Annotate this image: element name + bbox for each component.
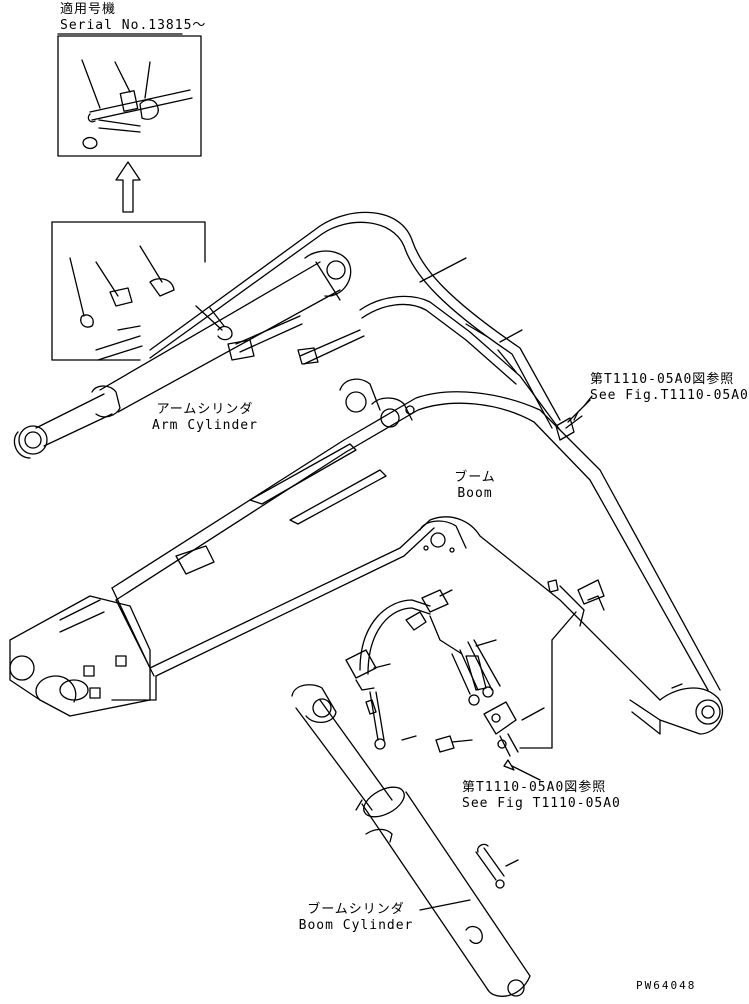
hose-lines — [149, 211, 591, 441]
boom-label-en: Boom — [457, 486, 493, 501]
lower-reference-jp: 第T1110-05A0図参照 — [462, 780, 607, 795]
arm-cylinder-label-jp: アームシリンダ — [156, 402, 254, 417]
lower-reference-en: See Fig T1110-05A0 — [462, 796, 621, 811]
arm-cylinder — [13, 250, 365, 459]
arm-hose-leader — [209, 307, 225, 327]
boom-cylinder-label-en: Boom Cylinder — [298, 918, 414, 933]
boom-cylinder — [291, 589, 553, 997]
upper-reference-en: See Fig.T1110-05A0 — [590, 388, 749, 403]
inset-heading-jp: 適用号機 — [60, 2, 117, 17]
boom-cylinder-label-jp: ブームシリンダ — [307, 902, 405, 917]
boom — [9, 378, 724, 735]
up-arrow-icon — [115, 161, 141, 213]
inset-clamp-detail — [51, 221, 233, 361]
arm-cylinder-label-en: Arm Cylinder — [152, 418, 258, 433]
upper-reference-jp: 第T1110-05A0図参照 — [590, 372, 735, 387]
inset-heading-serial: Serial No.13815～ — [60, 18, 207, 33]
boom-label-jp: ブーム — [454, 470, 496, 485]
drawing-code: PW64048 — [636, 979, 697, 992]
inset-serial-detail — [57, 33, 202, 157]
upper-ref-leader — [583, 395, 593, 407]
